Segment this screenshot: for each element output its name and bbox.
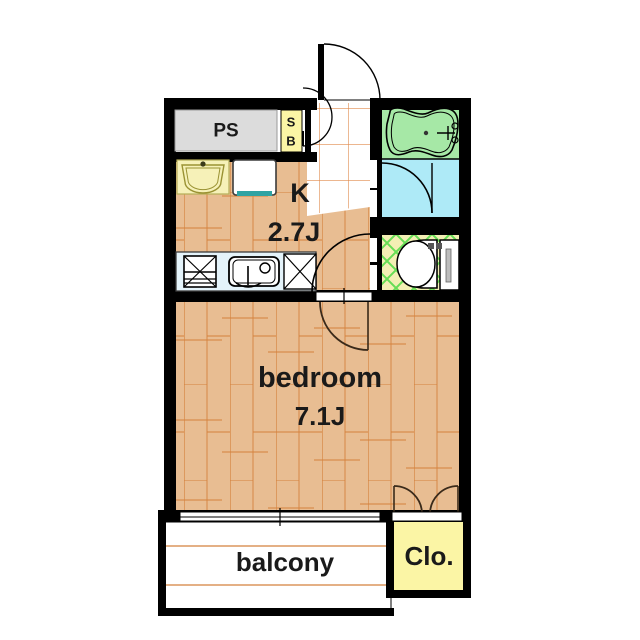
- shoe-box: S B: [280, 109, 303, 153]
- bedroom-door[interactable]: [319, 301, 369, 351]
- stove: [183, 255, 217, 288]
- bathroom-door-opening: [370, 160, 377, 188]
- washbasin: [176, 159, 230, 195]
- balcony-label: balcony: [236, 547, 335, 577]
- bedroom-label: bedroom: [258, 362, 382, 394]
- shoe-box-label-line2: B: [286, 134, 295, 149]
- balcony-window[interactable]: [179, 508, 381, 526]
- toilet-door-opening-2: [370, 265, 377, 290]
- entrance-door[interactable]: [318, 43, 381, 101]
- kitchen-label: K: [290, 178, 310, 208]
- closet-door-opening: [391, 511, 463, 522]
- toilet: [396, 239, 460, 291]
- balcony-area: [163, 521, 392, 611]
- toilet-door[interactable]: [311, 233, 371, 295]
- kitchen-cabinet: [283, 253, 317, 290]
- entrance-tile-area: [307, 103, 370, 216]
- entrance-inner-door[interactable]: [302, 87, 333, 147]
- toilet-door-opening: [370, 238, 377, 263]
- bathroom-door-opening-2: [370, 190, 377, 217]
- bathroom-floor: [382, 159, 465, 217]
- bathtub: [382, 107, 465, 160]
- bedroom-area-label: 7.1J: [295, 401, 346, 431]
- kitchen-area-label: 2.7J: [268, 217, 321, 247]
- closet-label: Clo.: [404, 541, 453, 571]
- kitchen-counter: [175, 251, 317, 292]
- bathroom-door[interactable]: [381, 162, 433, 214]
- pipe-shaft-label: PS: [213, 121, 238, 142]
- closet-doors[interactable]: [393, 485, 459, 515]
- pipe-shaft-box: PS: [174, 109, 278, 152]
- shoe-box-label-line1: S: [287, 115, 296, 130]
- closet-area: [394, 522, 470, 592]
- washing-machine: [232, 159, 277, 196]
- kitchen-sink: [228, 256, 280, 288]
- bedroom-floor: [176, 300, 471, 522]
